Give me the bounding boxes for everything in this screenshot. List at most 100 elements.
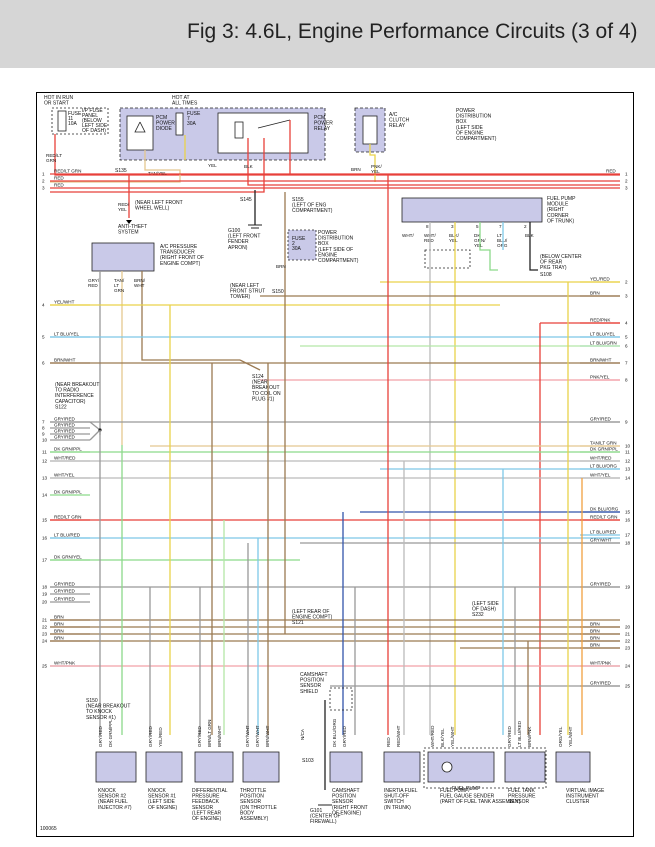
component-label-tps: SENSOR [240,799,262,805]
fuel-pump-sender-box [423,747,547,789]
nca-label: N/CA [300,728,305,740]
right-wire-label-12: WHT/RED [590,456,612,461]
ac-clutch-relay-label: A/C [389,112,398,118]
splice-s103-label: S103 [302,758,314,764]
fuel-pump-module-label: (RIGHT [547,207,564,213]
component-label-viic: CLUSTER [566,799,590,805]
right-wire-label-5: LT BLU/YEL [590,332,616,337]
left-wire-pin-21: 21 [42,618,48,623]
right-wire-pin-7: 7 [625,361,628,366]
left-wire-pin-22: 22 [42,625,48,630]
splice-s122-label: S122 [55,404,67,410]
component-label-cmp: OF ENGINE) [332,810,362,816]
component-wire-knock1-1: GRY/RED [148,725,153,747]
right-wire-pin-12: 12 [625,459,631,464]
right-wire-label-21: BRN [590,629,600,634]
left-wire-pin-13: 13 [42,476,48,481]
component-label-dpfe: SENSOR [192,805,214,811]
left-wire-pin-15: 15 [42,518,48,523]
power-distribution-box-label: DISTRIBUTION [456,114,492,120]
wire-label-gry-red-ac: RED [88,283,98,288]
component-wire-tps-2: GRY/WHT [255,725,260,747]
left-wire-pin-8: 8 [42,426,45,431]
pcm-power-relay-label: RELAY [314,126,331,132]
left-wire-pin-17: 17 [42,558,48,563]
component-wire-knock1-2: YEL/RED [158,727,163,747]
splice-s121-label: S121 [292,620,304,626]
component-wire-dpfe-2: BRN/LT GRN [207,720,212,747]
top-wire-label-1: RED/LT GRN [54,169,81,174]
splice-s150b-label: S150 [86,698,98,704]
left-wire-label-10: GRY/RED [54,435,76,440]
right-wire-pin-13: 13 [625,467,631,472]
right-wire-label-14: WHT/YEL [590,473,611,478]
left-wire-pin-18: 18 [42,585,48,590]
left-wire-label-21: BRN [54,615,64,620]
left-wire-label-24: BRN [54,636,64,641]
ip-fuse-panel-box [51,107,109,135]
component-label-cmp: CAMSHAFT [332,788,360,794]
power-distribution-box-2-label: BOX [318,241,329,247]
power-distribution-box-label: OF ENGINE [456,130,484,136]
left-wire-label-7: GRY/RED [54,417,76,422]
fuel-pump-module-label: MODULE [547,202,569,208]
ip-fuse-panel-label: I/P FUSE [82,108,103,114]
hot-all-times-label: ALL TIMES [172,101,198,107]
left-wire-pin-16: 16 [42,536,48,541]
right-wire-pin-17: 17 [625,533,631,538]
fuse-7-label: 7 [187,116,190,122]
hot-all-times-label: HOT AT [172,95,190,101]
figure-number-label: 100065 [40,826,57,832]
component-label-cmp: POSITION [332,794,356,800]
component-label-ifs: SWITCH [384,799,404,805]
splice-s150b-label: (NEAR BREAKOUT [86,704,130,710]
fuse-11-label: FUSE [68,111,82,117]
camshaft-shield-label: CAMSHAFT [300,672,328,678]
camshaft-shield-label: POSITION [300,678,324,684]
top-wire-pin-right-3: 3 [625,186,628,191]
splice-s150b-label: SENSOR #1) [86,715,116,721]
component-label-fp: FUEL GAUGE SENDER [440,794,495,800]
splice-s108-label: S108 [540,272,552,278]
strut-tower-label: TOWER) [230,294,251,300]
hot-run-start-label: HOT IN RUN [44,95,73,101]
wire-red-top-2 [50,138,265,193]
fuel-pump-label: FUEL PUMP [452,786,481,792]
component-wire-fp-1: WHT/RED [430,725,435,747]
splice-s122-label: CAPACITOR) [55,399,86,405]
component-label-knock: INJECTOR #7) [98,805,132,811]
fpm-wire-blk: BLK/ [449,233,460,238]
component-label-ifs: (IN TRUNK) [384,805,411,811]
right-wire-label-15: DK BLU/ORG [590,507,619,512]
component-label-knock: SENSOR #2 [98,794,126,800]
fuse-11-label: 11 [68,116,73,122]
splice-s232-label: S232 [472,612,484,618]
left-wire-label-19: GRY/RED [54,589,76,594]
wire-label-grn: GRN [46,158,56,163]
fuel-pump-module-label: CORNER [547,213,569,219]
component-box-knock [95,751,137,783]
top-wire-label-2: RED [54,176,64,181]
fuel-pump-module-pin-1: 8 [426,224,429,229]
right-wire-label-10: TAN/LT GRN [590,441,617,446]
title-bar: Fig 3: 4.6L, Engine Performance Circuits… [0,0,655,68]
component-wire-knock-2: DK GRN/PPL [108,719,113,747]
right-wire-label-16: RED/LT GRN [590,515,617,520]
ip-fuse-panel-label: OF DASH) [82,128,106,134]
wire-label-brn-wht: BRN/ [134,278,146,283]
left-wire-pin-4: 4 [42,303,45,308]
right-wire-label-23: BRN [590,643,600,648]
wire-label-red-yel-anti: YEL [118,207,127,212]
strut-tower-label: (NEAR LEFT [230,283,259,289]
component-box-viic [555,751,591,783]
g101-label: G101 [310,808,322,814]
component-wire-viic-2: YEL/WHT [568,726,573,747]
right-wire-pin-10: 10 [625,444,631,449]
figure-title: Fig 3: 4.6L, Engine Performance Circuits… [187,20,638,43]
splice-s122-label: INTERFERENCE [55,393,95,399]
left-wire-pin-19: 19 [42,592,48,597]
left-wire-pin-23: 23 [42,632,48,637]
left-wire-pin-20: 20 [42,600,48,605]
component-label-tps: THROTTLE [240,788,267,794]
near-wheel-well-label: WHEEL WELL) [135,206,170,212]
